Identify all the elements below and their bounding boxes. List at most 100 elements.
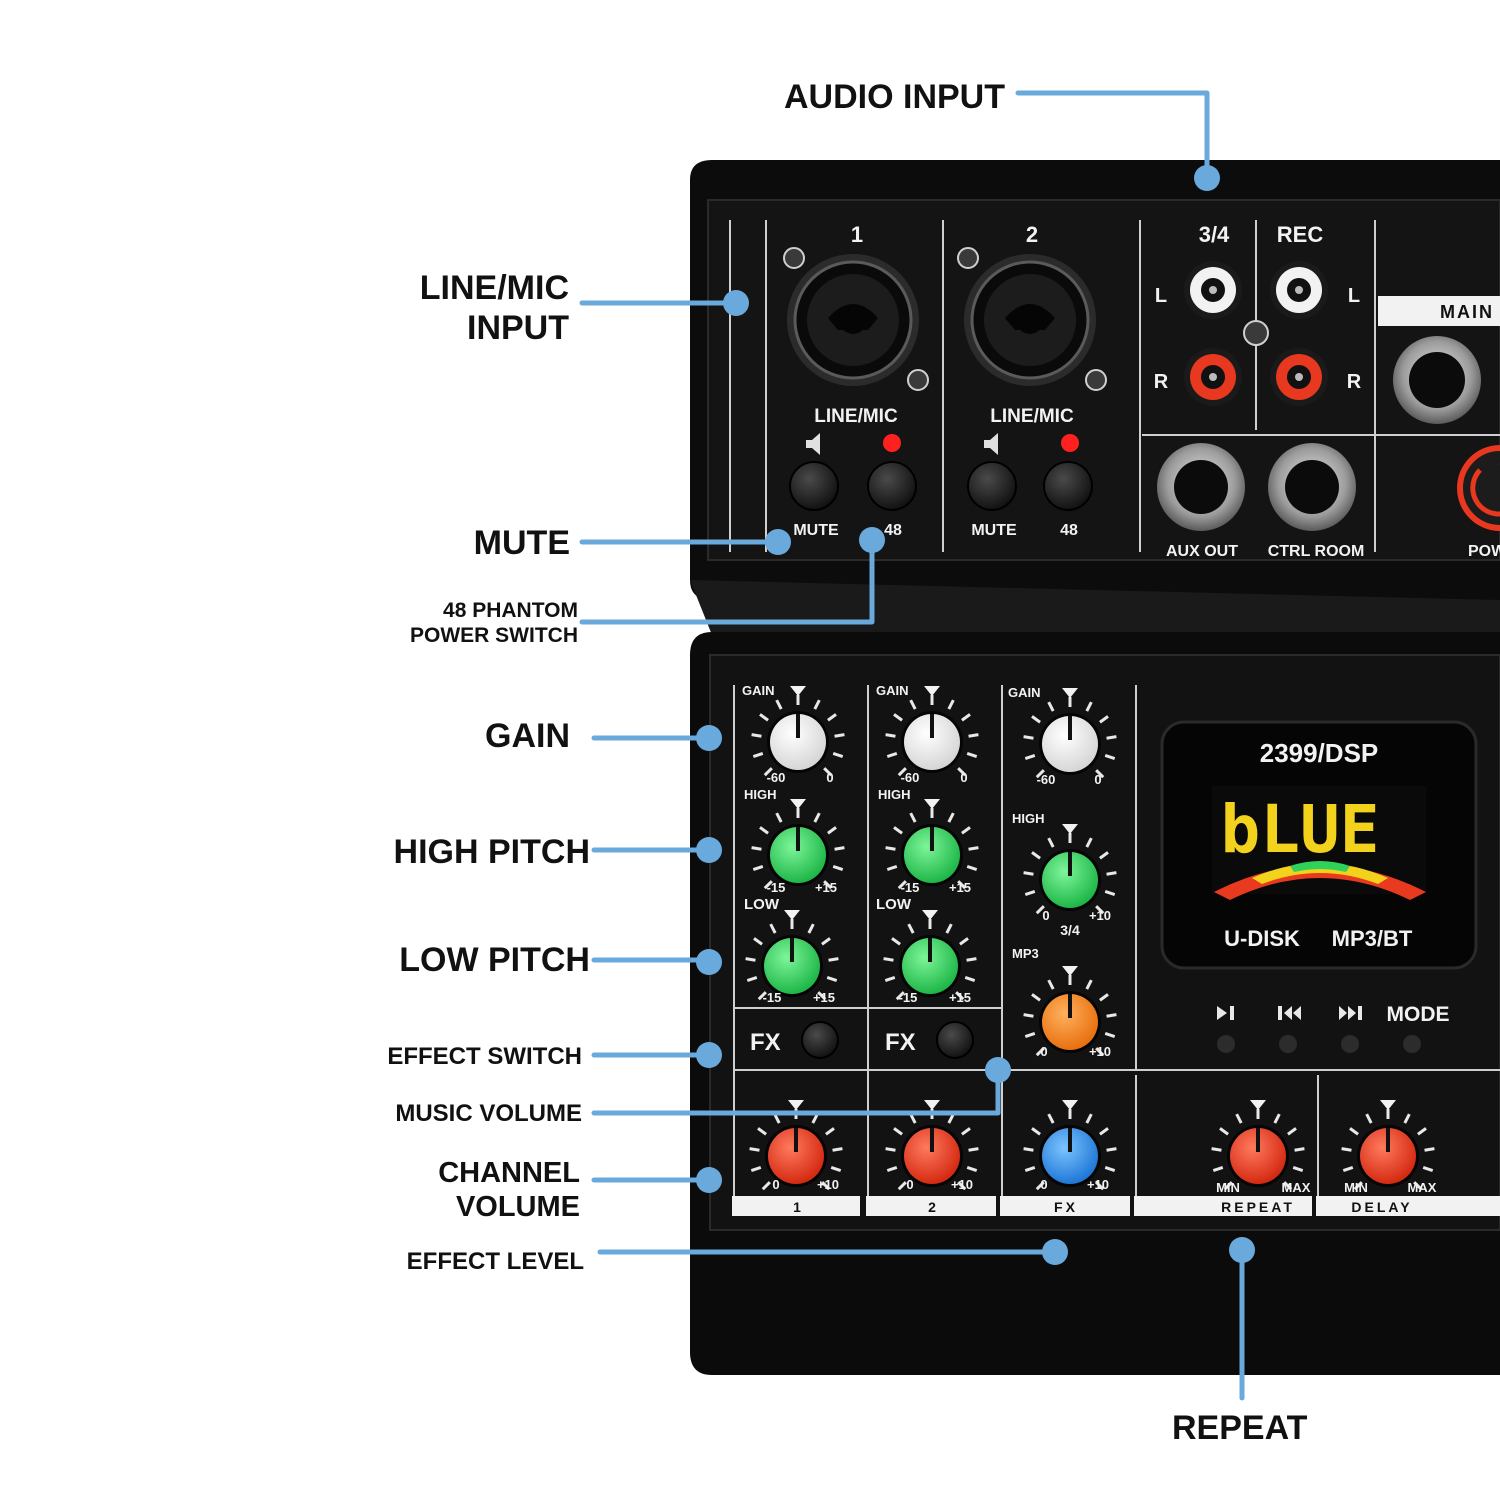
gain-knob-ch1[interactable] xyxy=(751,686,845,777)
ch34-label: 3/4 xyxy=(1199,222,1230,247)
low-max-ch2: +15 xyxy=(949,990,971,1005)
gain-knob-ch2[interactable] xyxy=(885,686,979,777)
strip-label-1: 1 xyxy=(793,1199,801,1215)
mp3-label: MP3 xyxy=(1012,946,1039,961)
next-button xyxy=(1341,1035,1359,1053)
repeat-max: MAX xyxy=(1282,1180,1311,1195)
ch1-number: 1 xyxy=(851,222,863,247)
strip-label-bg xyxy=(866,1196,996,1216)
high-min-ch1: -15 xyxy=(767,880,786,895)
gain-max-ch34: 0 xyxy=(1094,772,1101,787)
high-min-ch2: -15 xyxy=(901,880,920,895)
mixer-bevel xyxy=(690,580,1500,635)
mp3-min: 0 xyxy=(1040,1044,1047,1059)
strip-label-delay: DELAY xyxy=(1351,1199,1412,1215)
mute-callout-label: MUTE xyxy=(473,524,570,562)
strip-label-bg xyxy=(732,1196,860,1216)
ch34-max: +10 xyxy=(1089,908,1111,923)
low-min-ch1: -15 xyxy=(763,990,782,1005)
phantom-led-ch2 xyxy=(1061,434,1079,452)
line-mic-input-label: LINE/MIC INPUT xyxy=(420,268,569,348)
fx-label-ch2: FX xyxy=(885,1029,916,1056)
left-label-34: L xyxy=(1155,285,1167,307)
volume-knob-ch2[interactable] xyxy=(885,1100,979,1191)
phantom-button-ch1 xyxy=(867,461,917,511)
ch2-number: 2 xyxy=(1026,222,1038,247)
speaker-icon xyxy=(984,433,998,455)
vol-max-ch2: +10 xyxy=(951,1177,973,1192)
channel-volume-line1: CHANNEL xyxy=(438,1157,580,1189)
high-knob-ch1[interactable] xyxy=(751,799,845,890)
main-label: MAIN xyxy=(1440,302,1494,322)
effect-level-callout-label: EFFECT LEVEL xyxy=(406,1248,584,1275)
previous-button xyxy=(1279,1035,1297,1053)
strip-label-bg xyxy=(1316,1196,1500,1216)
main-out-jack xyxy=(1393,336,1481,424)
low-label-ch2: LOW xyxy=(876,896,912,913)
phantom-button-ch2 xyxy=(1043,461,1093,511)
line-mic-input-label-line2: INPUT xyxy=(467,309,569,348)
high-label-ch34: HIGH xyxy=(1012,811,1045,826)
fx-level-knob[interactable] xyxy=(1023,1100,1117,1191)
vol-max-fx: +10 xyxy=(1087,1177,1109,1192)
gain-min-ch34: -60 xyxy=(1037,772,1056,787)
high-label-ch2: HIGH xyxy=(878,787,911,802)
strip-label-2: 2 xyxy=(928,1199,936,1215)
gain-min-ch1: -60 xyxy=(767,770,786,785)
delay-min: MIN xyxy=(1344,1180,1368,1195)
strip-label-repeat: REPEAT xyxy=(1221,1199,1295,1215)
display-udisk: U-DISK xyxy=(1224,926,1300,951)
volume-knob-ch1[interactable] xyxy=(749,1100,843,1191)
gain-callout-label: GAIN xyxy=(485,717,570,755)
speaker-icon xyxy=(806,433,820,455)
mp3-level-knob[interactable] xyxy=(1023,966,1117,1057)
display-mp3bt: MP3/BT xyxy=(1332,926,1413,951)
low-knob-ch1[interactable] xyxy=(745,910,839,1001)
aux-out-label: AUX OUT xyxy=(1166,543,1238,560)
repeat-knob[interactable] xyxy=(1211,1100,1305,1191)
next-icon xyxy=(1339,1006,1362,1020)
low-label-ch1: LOW xyxy=(744,896,780,913)
high-knob-ch2[interactable] xyxy=(885,799,979,890)
play-pause-button xyxy=(1217,1035,1235,1053)
phantom-callout-line2: POWER SWITCH xyxy=(410,623,578,647)
phantom-led-ch1 xyxy=(883,434,901,452)
mode-label: MODE xyxy=(1387,1003,1450,1026)
strip-label-bg xyxy=(1000,1196,1130,1216)
play-pause-icon xyxy=(1217,1006,1234,1020)
delay-max: MAX xyxy=(1408,1180,1437,1195)
previous-icon xyxy=(1278,1006,1301,1020)
rca-jack-rec-left xyxy=(1270,261,1328,319)
phantom-line xyxy=(579,537,875,625)
ctrl-room-jack xyxy=(1268,443,1356,531)
high-pitch-callout-label: HIGH PITCH xyxy=(393,833,590,871)
gain-knob-ch34[interactable] xyxy=(1023,688,1117,779)
line-mic-input-label-line1: LINE/MIC xyxy=(419,269,569,307)
ch34-level-knob[interactable] xyxy=(1023,824,1117,915)
effect-switch-callout-label: EFFECT SWITCH xyxy=(387,1043,582,1070)
high-label-ch1: HIGH xyxy=(744,787,777,802)
display-model: 2399/DSP xyxy=(1260,738,1379,768)
ch1-48-label: 48 xyxy=(884,522,902,539)
gain-label-ch2: GAIN xyxy=(876,683,909,698)
ch34-min: 0 xyxy=(1042,908,1049,923)
music-volume-callout-label: MUSIC VOLUME xyxy=(395,1100,582,1127)
strip-label-bg xyxy=(1134,1196,1312,1216)
fx-button-ch2 xyxy=(936,1021,974,1059)
fx-label-ch1: FX xyxy=(750,1029,781,1056)
aux-out-jack xyxy=(1157,443,1245,531)
rec-label: REC xyxy=(1277,222,1324,247)
low-max-ch1: +15 xyxy=(813,990,835,1005)
mute-button-ch1 xyxy=(789,461,839,511)
delay-knob[interactable] xyxy=(1341,1100,1435,1191)
mp3-max: +10 xyxy=(1089,1044,1111,1059)
low-pitch-callout-label: LOW PITCH xyxy=(399,941,590,979)
xlr-combo-jack-ch2 xyxy=(957,247,1107,391)
vol-min-fx: 0 xyxy=(1040,1177,1047,1192)
callout-lines xyxy=(579,90,1245,1401)
high-max-ch2: +15 xyxy=(949,880,971,895)
fx-button-ch1 xyxy=(801,1021,839,1059)
low-knob-ch2[interactable] xyxy=(883,910,977,1001)
xlr-combo-jack-ch1 xyxy=(783,247,929,391)
mute-button-ch2 xyxy=(967,461,1017,511)
